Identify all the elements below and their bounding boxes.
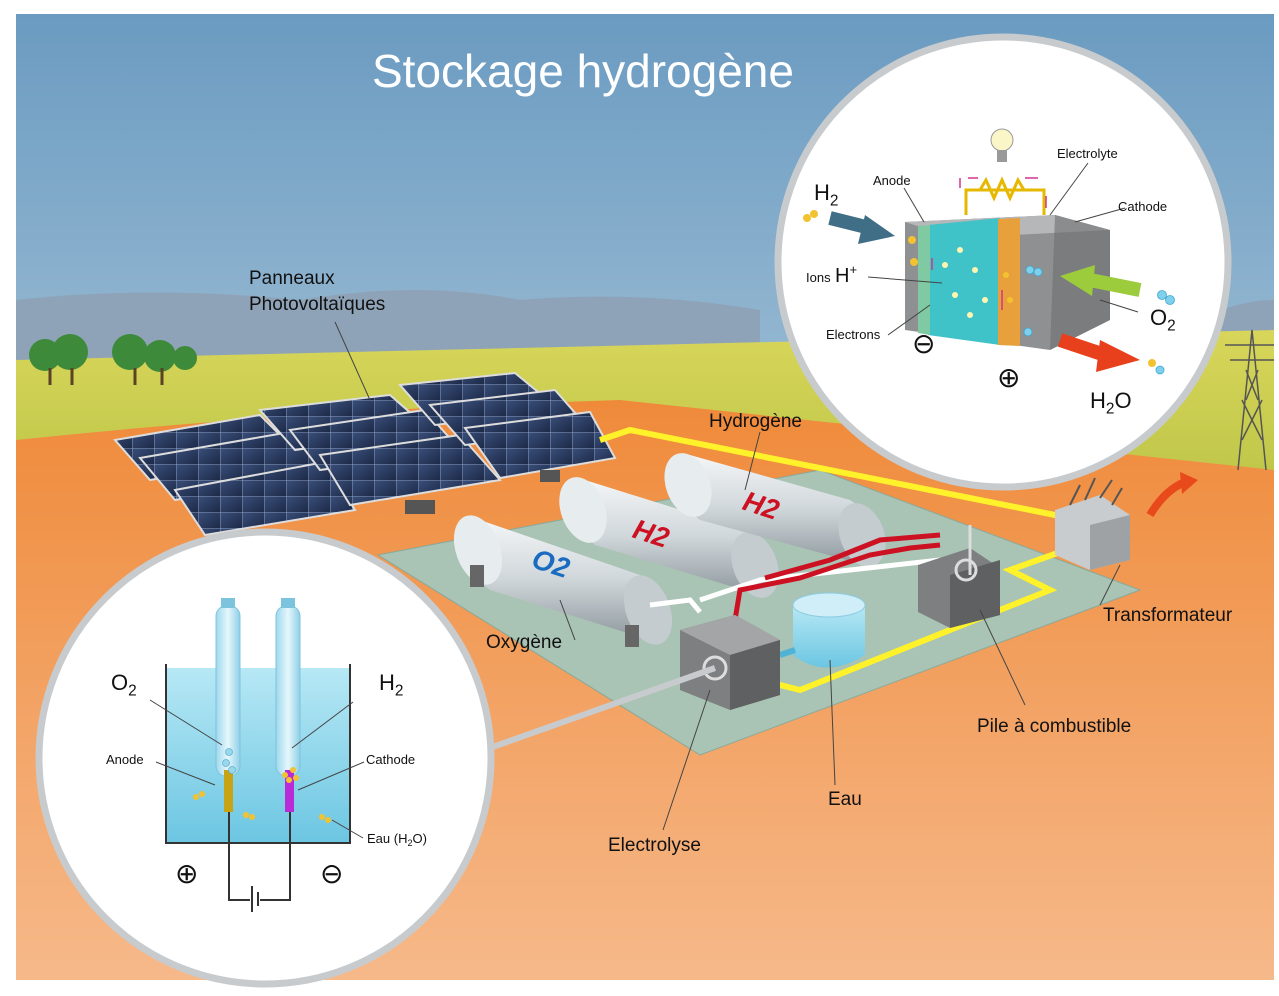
fc-label-electrons: Electrons [826, 327, 881, 342]
fc-label-h2o: H2O [1090, 388, 1132, 418]
fuel-cell-inset [774, 33, 1232, 491]
fc-label-cathode: Cathode [1118, 199, 1168, 214]
label-eau: Eau [828, 789, 862, 810]
solar-panel-array [113, 371, 617, 537]
fc-label-h2: H2 [814, 180, 839, 210]
label-oxygene: Oxygène [486, 632, 563, 653]
fuel-cell-box [918, 525, 1000, 628]
o2-tank [453, 515, 673, 647]
electrolysis-inset [35, 528, 495, 988]
transformer [1055, 472, 1198, 570]
water-tank [779, 592, 866, 668]
el-label-cathode: Cathode [366, 752, 416, 767]
fc-label-ions: Ions H+ [806, 262, 858, 287]
el-label-eau: Eau (H2O) [367, 831, 427, 849]
label-electrolyse: Electrolyse [608, 835, 701, 856]
fc-plus-icon: ⊕ [997, 362, 1021, 393]
electrolyser-box [680, 615, 780, 710]
el-label-o2: O2 [111, 670, 137, 700]
trees [29, 334, 197, 372]
page-title: Stockage hydrogène [372, 45, 794, 97]
el-label-anode: Anode [106, 752, 144, 767]
label-panneaux-line1: Panneaux [249, 268, 335, 289]
fc-label-electrolyte: Electrolyte [1057, 146, 1118, 161]
fc-label-anode: Anode [873, 173, 911, 188]
label-hydrogene: Hydrogène [709, 411, 802, 432]
label-pile-a-combustible: Pile à combustible [977, 716, 1132, 737]
el-label-h2: H2 [379, 670, 404, 700]
label-panneaux-line2: Photovoltaïques [249, 294, 386, 315]
el-plus-icon: ⊕ [175, 858, 199, 889]
fc-minus-icon: ⊖ [912, 328, 936, 359]
fc-label-o2: O2 [1150, 305, 1176, 335]
power-pylon [1225, 329, 1274, 471]
el-minus-icon: ⊖ [320, 858, 344, 889]
label-transformateur: Transformateur [1103, 605, 1233, 626]
